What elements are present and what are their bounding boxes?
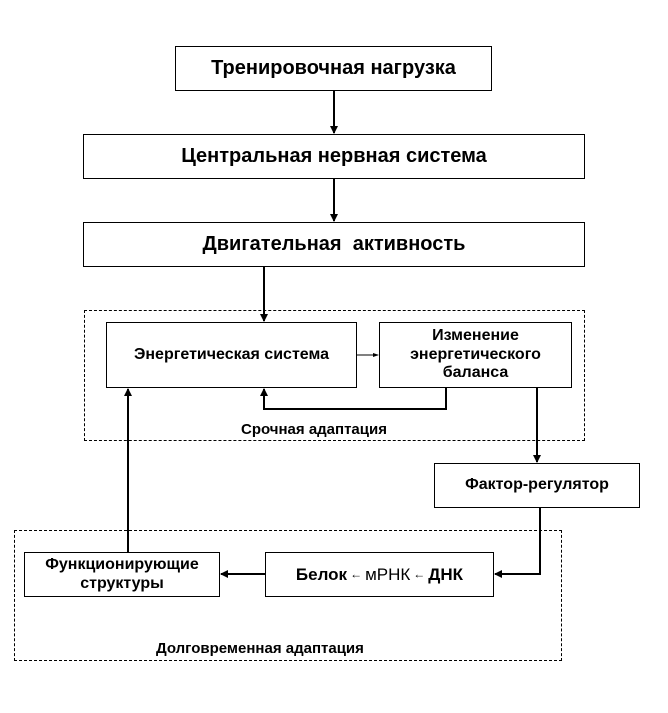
node-energy-system: Энергетическая система <box>106 322 357 388</box>
node-energy-balance-change: Изменение энергетического баланса <box>379 322 572 388</box>
arrow-left-icon: ← <box>413 566 426 581</box>
long-term-adaptation-group <box>14 530 562 661</box>
edge-balance-feedback <box>260 388 447 410</box>
urgent-adaptation-group <box>84 310 585 441</box>
node-protein-chain: Белок ← мРНК ← ДНК <box>265 552 494 597</box>
urgent-adaptation-label: Срочная адаптация <box>241 421 387 438</box>
mrna-label: мРНК <box>365 564 411 584</box>
node-training-load: Тренировочная нагрузка <box>175 46 492 91</box>
dna-label: ДНК <box>428 564 464 584</box>
protein-label: Белок <box>295 564 348 584</box>
arrow-left-icon: ← <box>350 566 363 581</box>
edge-regulator-chain <box>494 508 541 578</box>
node-motor-activity: Двигательная активность <box>83 222 585 267</box>
node-regulator-factor: Фактор-регулятор <box>434 463 640 508</box>
node-cns: Центральная нервная система <box>83 134 585 179</box>
long-term-adaptation-label: Долговременная адаптация <box>156 640 364 657</box>
node-functioning-structures: Функционирующие структуры <box>24 552 220 597</box>
